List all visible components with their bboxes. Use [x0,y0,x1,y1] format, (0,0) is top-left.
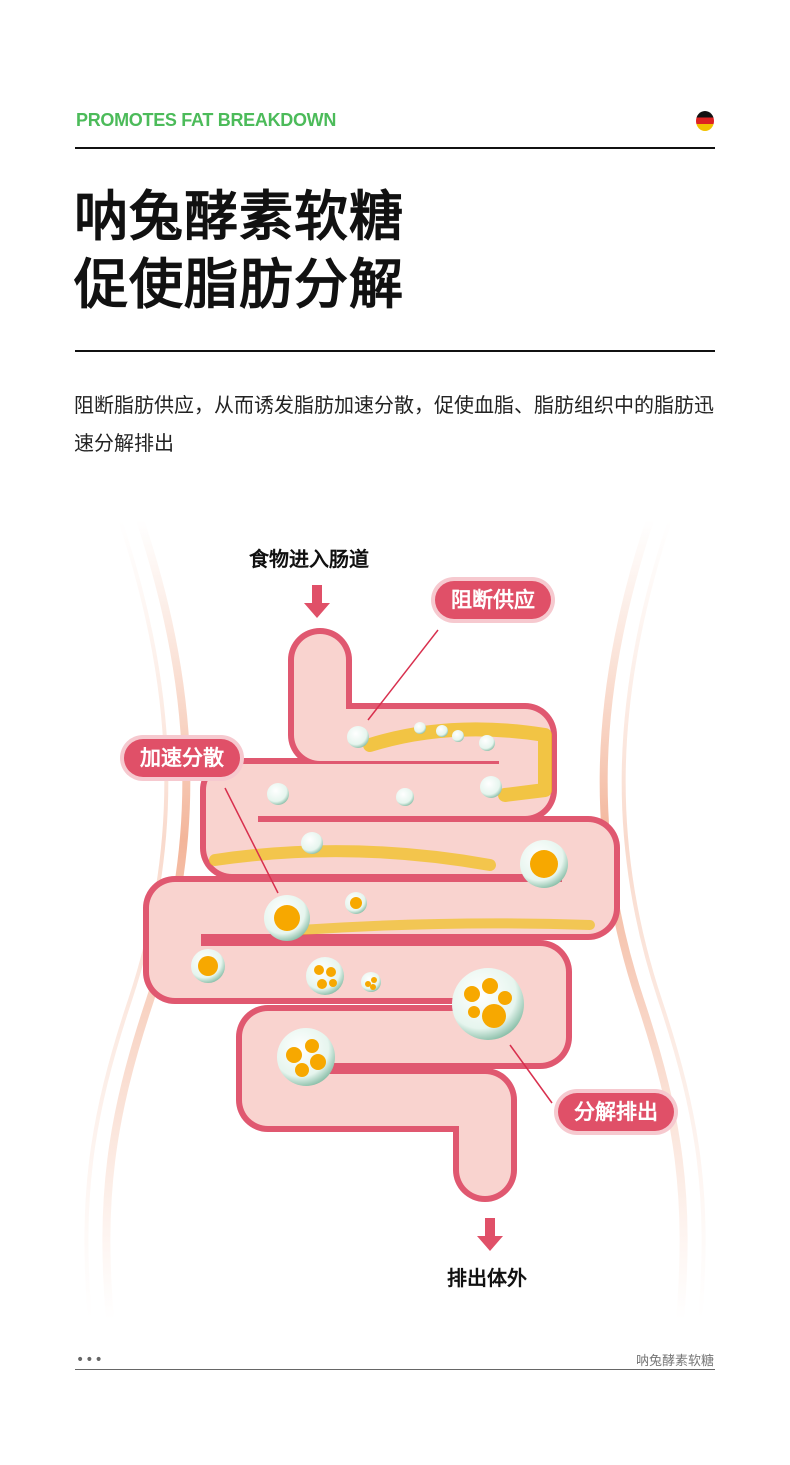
bubble [436,725,448,737]
bubble [480,776,502,798]
fat-cell [520,840,568,888]
page-title: 呐兔酵素软糖 促使脂肪分解 [74,183,404,319]
callout-breakdown-excrete: 分解排出 [558,1093,674,1131]
footer-dots: ••• [76,1352,104,1368]
fat-cell [345,892,367,914]
bubble [347,726,369,748]
arrows [304,585,503,1251]
label-food-enters: 食物进入肠道 [249,547,369,571]
bubble [414,722,426,734]
fat-cell [264,895,310,941]
divider [75,147,715,149]
bubble [396,788,414,806]
fat-cell [361,972,381,992]
fat-cell [306,957,344,995]
footer-product-name: 呐兔酵素软糖 [635,1354,714,1369]
bubble [452,730,464,742]
footer-divider [75,1369,715,1370]
bubble [479,735,495,751]
callout-disperse: 加速分散 [124,739,240,777]
intestine [143,628,620,1202]
down-arrow-icon [477,1218,503,1251]
fat-cell [191,949,225,983]
fat-cell [277,1028,335,1086]
bubble [301,832,323,854]
description: 阻断脂肪供应，从而诱发脂肪加速分散，促使血脂、脂肪组织中的脂肪迅速分解排出 [74,393,714,455]
down-arrow-icon [304,585,330,618]
germany-flag-icon [696,111,714,131]
bubble [267,783,289,805]
callout-block-supply: 阻断供应 [435,581,551,619]
fat-cell [452,968,524,1040]
label-excreted: 排出体外 [447,1266,527,1290]
divider [75,350,715,352]
fat-bubbles [191,722,568,1086]
callout-lines [224,629,553,1104]
title-line-2: 促使脂肪分解 [74,253,404,316]
title-line-1: 呐兔酵素软糖 [74,185,404,248]
section-tag: PROMOTES FAT BREAKDOWN [76,110,337,130]
